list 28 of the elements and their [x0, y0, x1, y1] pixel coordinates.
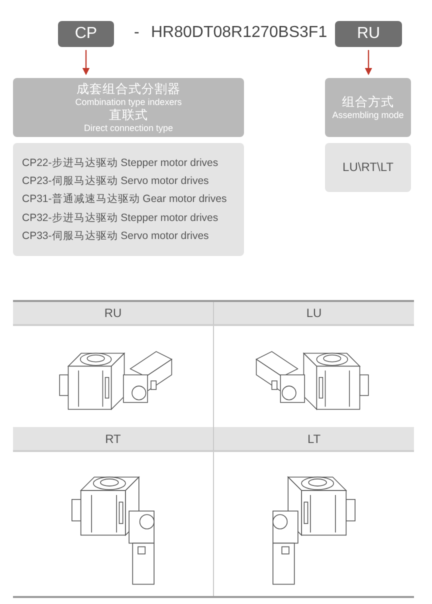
option-text: CP33-伺服马达驱动 Servo motor drives	[22, 229, 209, 244]
box-label: Assembling mode	[332, 110, 404, 120]
column-header: LT	[213, 427, 414, 452]
arrow	[82, 50, 90, 76]
category-box	[325, 78, 411, 137]
model-code: HR80DT08R1270BS3F1	[151, 24, 328, 42]
box-label: LU\RT\LT	[342, 160, 394, 175]
option-text: CP32-步进马达驱动 Stepper motor drives	[22, 210, 218, 226]
separator-dash: -	[134, 24, 140, 42]
box-label: Combination type indexers	[75, 96, 182, 108]
option-text: CP23-伺服马达驱动 Servo motor drives	[22, 174, 209, 189]
arrow	[364, 50, 372, 76]
box-label: RU	[356, 24, 380, 44]
box-label: 成套组合式分割器	[76, 82, 180, 97]
option-list-box	[13, 143, 244, 256]
code-box	[58, 21, 114, 47]
box-label: 直联式	[109, 108, 148, 122]
value-box	[325, 143, 411, 192]
column-header: RU	[13, 302, 213, 326]
option-text: CP31-普通减速马达驱动 Gear motor drives	[22, 192, 227, 208]
box-label: CP	[74, 24, 98, 44]
column-header: LU	[213, 302, 414, 326]
box-label: Direct connection type	[84, 122, 174, 134]
box-label: 组合方式	[342, 94, 394, 110]
code-box	[335, 21, 402, 47]
category-box	[13, 78, 244, 137]
option-text: CP22-步进马达驱动 Stepper motor drives	[22, 156, 218, 171]
column-header: RT	[13, 427, 213, 452]
